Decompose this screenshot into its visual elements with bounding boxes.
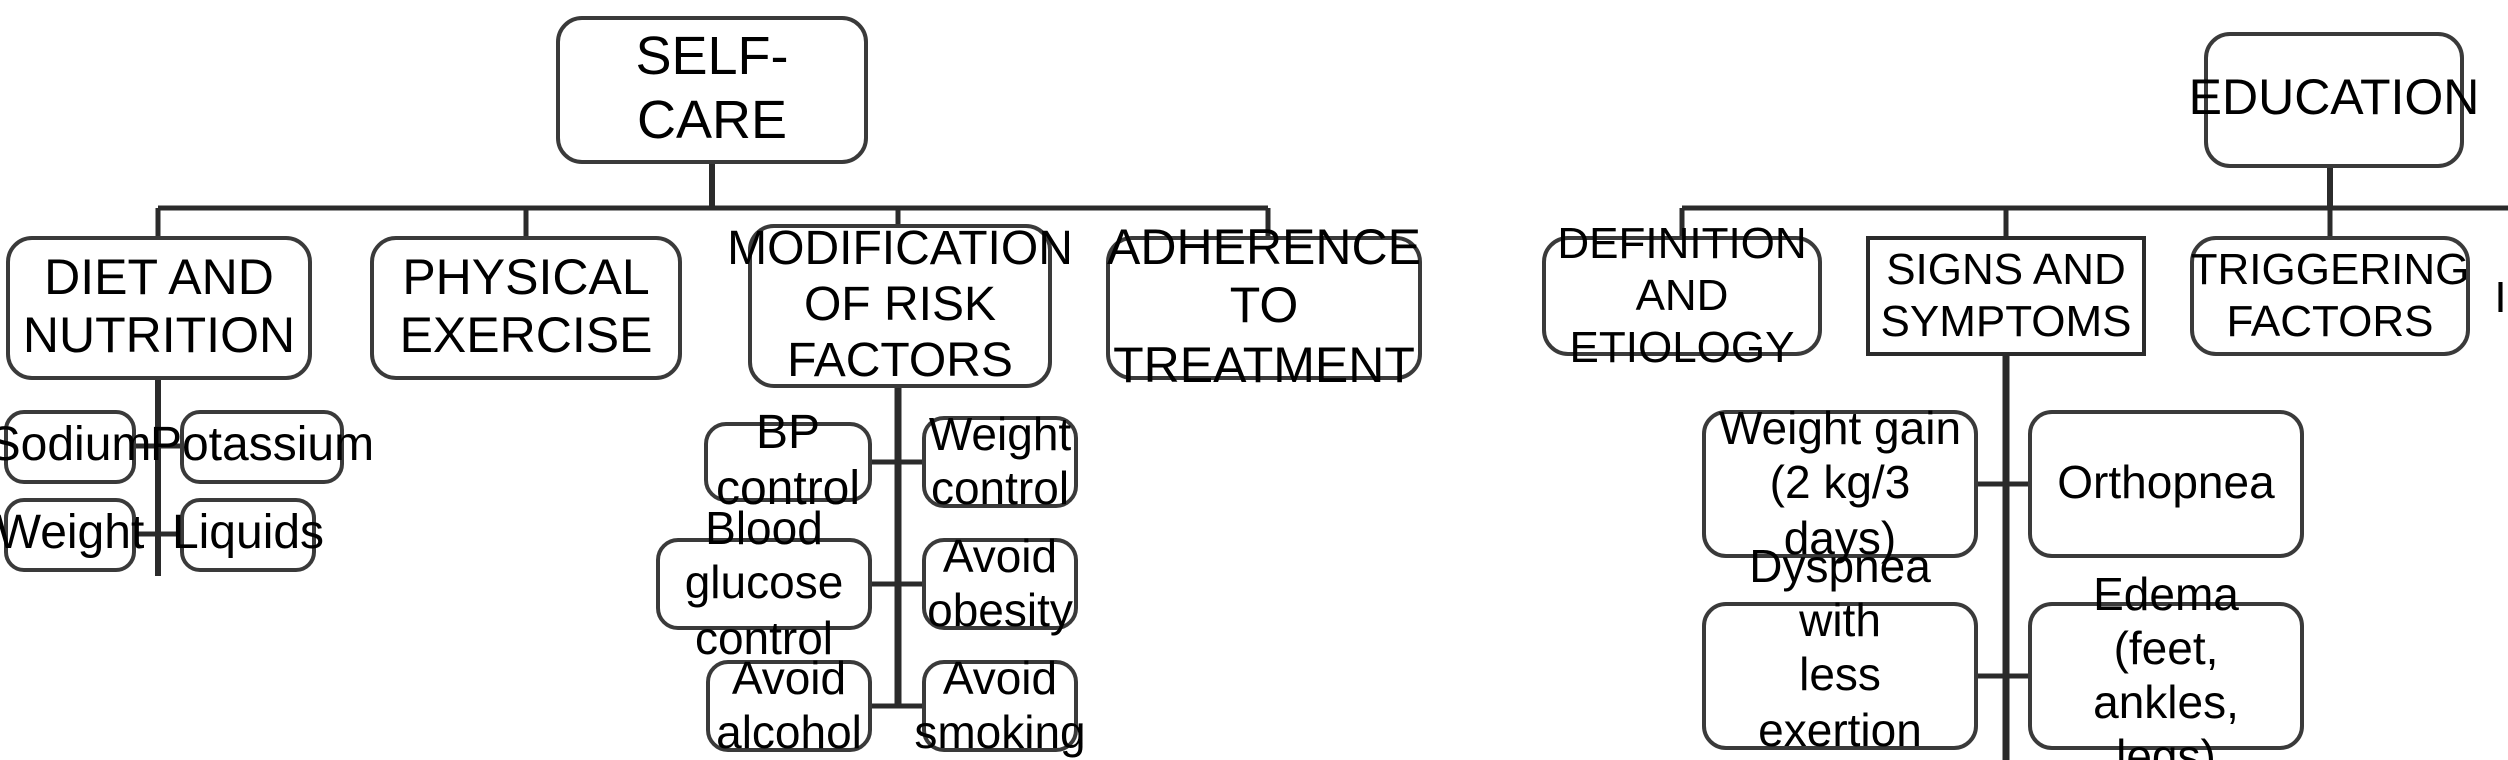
node-weight[interactable]: Weight — [0, 498, 144, 572]
node-modification-of-risk-factors[interactable]: MODIFICATION OF RISK FACTORS — [727, 221, 1073, 388]
node-education-label: EDUCATION — [2188, 70, 2480, 127]
node-signs-and-symptoms-label: SIGNS AND SYMPTOMS — [1880, 244, 2132, 346]
node-triggering-factors[interactable]: TRIGGERING FACTORS — [2190, 236, 2470, 356]
node-avoid-alcohol-label: Avoid alcohol — [716, 651, 862, 758]
node-weight-label: Weight — [0, 506, 145, 561]
node-blood-glucose-control[interactable]: Blood glucose control — [656, 503, 872, 663]
node-potassium-label: Potassium — [149, 418, 375, 473]
node-dyspnea[interactable]: Dyspnea with less exertion or at rest — [1702, 540, 1978, 760]
node-avoid-smoking[interactable]: Avoid smoking — [914, 652, 1085, 758]
node-adherence-to-treatment-label: ADHERENCE TO TREATMENT — [1107, 219, 1421, 394]
node-triggering-factors-label: TRIGGERING FACTORS — [2190, 244, 2470, 346]
node-physical-exercise-label: PHYSICAL EXERCISE — [399, 249, 653, 364]
node-avoid-obesity-label: Avoid obesity — [927, 529, 1073, 636]
node-diet-and-nutrition[interactable]: DIET AND NUTRITION — [6, 236, 312, 380]
node-signs-and-symptoms[interactable]: SIGNS AND SYMPTOMS — [1866, 236, 2146, 356]
node-potassium[interactable]: Potassium — [150, 410, 374, 484]
node-edema-label: Edema (feet, ankles, legs) — [2093, 567, 2239, 760]
node-definition-and-etiology[interactable]: DEFINITION AND ETIOLOGY — [1542, 218, 1822, 372]
node-avoid-alcohol[interactable]: Avoid alcohol — [706, 652, 872, 758]
node-self-care-label: SELF-CARE — [635, 26, 789, 150]
node-sodium[interactable]: Sodium — [0, 410, 151, 484]
node-orthopnea-label: Orthopnea — [2057, 456, 2275, 509]
node-diet-and-nutrition-label: DIET AND NUTRITION — [22, 249, 296, 364]
node-weight-control-label: Weight control — [928, 407, 1072, 514]
node-liquids[interactable]: Liquids — [172, 498, 324, 572]
node-self-care[interactable]: SELF-CARE — [556, 16, 868, 164]
node-sodium-label: Sodium — [0, 418, 152, 473]
node-definition-and-etiology-label: DEFINITION AND ETIOLOGY — [1557, 218, 1807, 372]
node-orthopnea[interactable]: Orthopnea — [2028, 410, 2304, 558]
node-dyspnea-label: Dyspnea with less exertion or at rest — [1749, 540, 1931, 760]
node-immunization-label: IMMUNIZATION — [2494, 272, 2508, 323]
node-avoid-smoking-label: Avoid smoking — [914, 651, 1086, 758]
node-modification-of-risk-factors-label: MODIFICATION OF RISK FACTORS — [727, 221, 1073, 389]
node-liquids-label: Liquids — [171, 506, 325, 561]
node-edema[interactable]: Edema (feet, ankles, legs) — [2028, 568, 2304, 760]
node-weight-control[interactable]: Weight control — [922, 408, 1078, 514]
node-weight-gain[interactable]: Weight gain (2 kg/3 days) — [1702, 403, 1978, 563]
node-education[interactable]: EDUCATION — [2189, 32, 2479, 168]
node-weight-gain-label: Weight gain (2 kg/3 days) — [1718, 402, 1962, 564]
node-adherence-to-treatment[interactable]: ADHERENCE TO TREATMENT — [1106, 220, 1422, 394]
node-avoid-obesity[interactable]: Avoid obesity — [922, 530, 1078, 636]
node-bp-control[interactable]: BP control — [704, 405, 872, 516]
node-physical-exercise[interactable]: PHYSICAL EXERCISE — [370, 236, 682, 380]
node-blood-glucose-control-label: Blood glucose control — [684, 502, 844, 664]
node-bp-control-label: BP control — [715, 405, 861, 516]
